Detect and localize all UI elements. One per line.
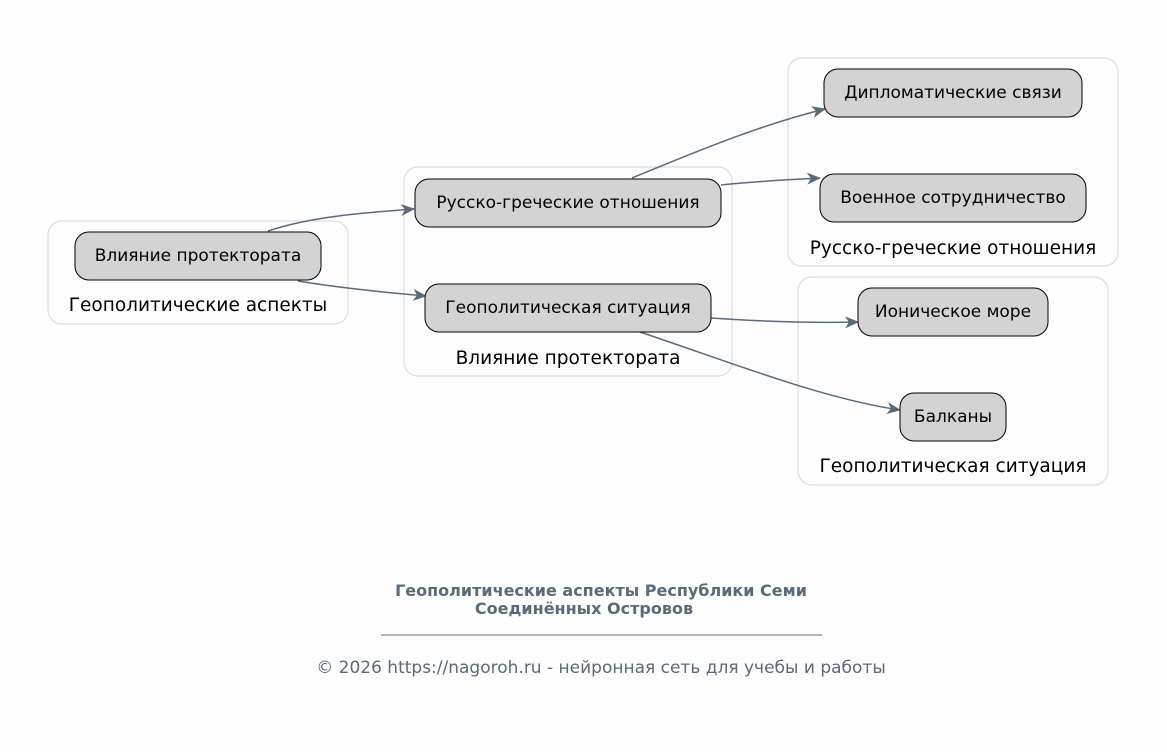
diagram-title-line2: Соединённых Островов (475, 599, 693, 618)
edge-geosituation-to-balkans (639, 331, 901, 415)
edge-influence-to-rusgreek (267, 203, 415, 232)
node-geopolitical-situation[interactable]: Геополитическая ситуация (424, 283, 712, 333)
node-label: Балканы (914, 407, 992, 427)
node-label: Геополитическая ситуация (445, 298, 690, 318)
cluster-label-russian-greek-relations: Русско-греческие отношения (810, 238, 1096, 259)
node-label: Дипломатические связи (844, 83, 1062, 103)
edge-geosituation-to-ionian (710, 316, 859, 329)
edge-rusgreek-to-diplomatic (631, 106, 826, 179)
cluster-label-protectorate-influence: Влияние протектората (456, 348, 681, 369)
node-russian-greek-relations[interactable]: Русско-греческие отношения (414, 178, 722, 228)
edge-rusgreek-to-military (720, 172, 821, 186)
node-label: Военное сотрудничество (840, 188, 1066, 208)
node-protectorate-influence[interactable]: Влияние протектората (74, 231, 322, 281)
cluster-geopolitical-aspects: Геополитические аспекты (47, 220, 349, 325)
edge-influence-to-geosituation (297, 280, 427, 301)
node-label: Русско-греческие отношения (436, 193, 699, 213)
cluster-label-geopolitical-aspects: Геополитические аспекты (69, 295, 328, 316)
node-military-cooperation[interactable]: Военное сотрудничество (819, 173, 1087, 223)
cluster-geopolitical-situation: Геополитическая ситуация (797, 276, 1109, 486)
node-ionian-sea[interactable]: Ионическое море (857, 287, 1049, 337)
footer-copyright: © 2026 https://nagoroh.ru - нейронная се… (316, 658, 886, 678)
node-label: Ионическое море (875, 302, 1031, 322)
node-label: Влияние протектората (95, 246, 302, 266)
node-diplomatic-ties[interactable]: Дипломатические связи (823, 68, 1083, 118)
node-balkans[interactable]: Балканы (899, 392, 1007, 442)
cluster-label-geopolitical-situation: Геополитическая ситуация (819, 456, 1086, 477)
cluster-russian-greek-relations: Русско-греческие отношения (787, 57, 1119, 267)
diagram-title-line1: Геополитические аспекты Республики Семи (395, 581, 807, 600)
cluster-protectorate-influence: Влияние протектората (403, 166, 733, 377)
